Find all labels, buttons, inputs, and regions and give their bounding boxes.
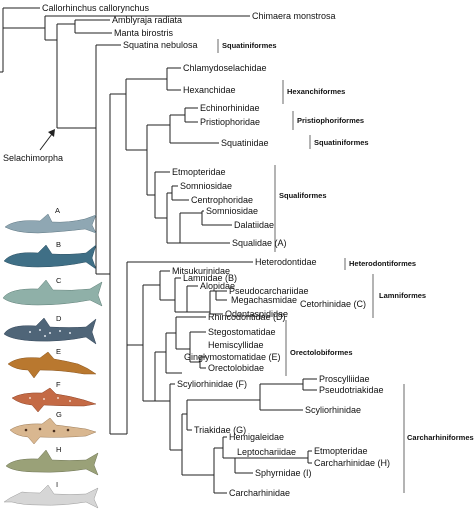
selachimorpha-pointer: Selachimorpha (3, 129, 63, 163)
shark-letter: G (56, 410, 62, 419)
taxon-lamnidae: Lamnidae (B) (183, 273, 237, 283)
order-squaliformes: Squaliformes (279, 191, 327, 200)
taxon-centrophoridae: Centrophoridae (191, 195, 253, 205)
order-labels: Squatiniformes Hexanchiformes Pristiopho… (222, 41, 474, 442)
selachimorpha-label: Selachimorpha (3, 153, 63, 163)
order-orectolobiformes: Orectolobiformes (290, 348, 353, 357)
shark-f-icon: F (11, 380, 97, 413)
taxon-pseudocarchariidae: Pseudocarchariidae (229, 286, 309, 296)
shark-letter: D (56, 314, 62, 323)
taxon-triakidae: Triakidae (G) (194, 425, 246, 435)
taxon-pristiophoridae: Pristiophoridae (200, 117, 260, 127)
taxon-carcharhinidae: Carcharhinidae (229, 488, 290, 498)
taxon-etmopteridae: Etmopteridae (314, 446, 368, 456)
shark-letter: F (56, 380, 61, 389)
shark-i-icon: I (3, 480, 99, 509)
shark-e-icon: E (7, 347, 97, 379)
taxon-manta: Manta birostris (114, 28, 174, 38)
taxon-cetorhinidae: Cetorhinidae (C) (300, 299, 366, 309)
order-brackets (217, 39, 405, 493)
taxon-etmopteridae: Etmopteridae (172, 167, 226, 177)
taxon-somniosidae: Somniosidae (180, 181, 232, 191)
taxon-heterodontidae: Heterodontidae (255, 257, 317, 267)
taxon-echinorhinidae: Echinorhinidae (200, 103, 260, 113)
order-squatiniformes: Squatiniformes (222, 41, 277, 50)
taxon-odontaspididae: Odontaspididae (225, 309, 288, 319)
taxon-scyliorhinidae: Scyliorhinidae (F) (177, 379, 247, 389)
shark-letter: I (56, 480, 58, 489)
taxon-labels: Callorhinchus callorynchus Chimaera mons… (42, 3, 390, 498)
shark-illustrations: A B C D E F G (2, 206, 103, 509)
taxon-amblyraja: Amblyraja radiata (112, 15, 182, 25)
taxon-carcharhinidae: Carcharhinidae (H) (314, 458, 390, 468)
taxon-orectolobidae: Orectolobidae (208, 363, 264, 373)
order-hexanchiformes: Hexanchiformes (287, 87, 345, 96)
shark-letter: H (56, 445, 61, 454)
order-heterodontiformes: Heterodontiformes (349, 259, 416, 268)
arrow-head-icon (48, 129, 55, 137)
order-squatiniformes: Squatiniformes (314, 138, 369, 147)
taxon-scyliorhinidae: Scyliorhinidae (305, 405, 361, 415)
order-carcharhiniformes: Carcharhiniformes (407, 433, 474, 442)
taxon-somniosidae: Somniosidae (206, 206, 258, 216)
taxon-mitsukurinidae: Mitsukurinidae (172, 266, 230, 276)
shark-letter: C (56, 276, 62, 285)
shark-letter: B (56, 240, 61, 249)
shark-letter: A (55, 206, 60, 215)
shark-g-icon: G (9, 410, 97, 445)
shark-d-icon: D (3, 314, 97, 345)
shark-a-icon: A (4, 206, 97, 234)
taxon-chimaera: Chimaera monstrosa (252, 11, 336, 21)
taxon-hemigaleidae: Hemigaleidae (229, 432, 284, 442)
shark-c-icon: C (2, 276, 103, 307)
taxon-alopidae: Alopidae (200, 281, 235, 291)
taxon-hexanchidae: Hexanchidae (183, 85, 236, 95)
taxon-sphyrnidae: Sphyrnidae (I) (255, 468, 312, 478)
order-lamniformes: Lamniformes (379, 291, 426, 300)
taxon-rhincodontidae: Rhincodontidae (D) (208, 312, 286, 322)
taxon-squatina: Squatina nebulosa (123, 40, 198, 50)
shark-h-icon: H (5, 445, 99, 476)
shark-letter: E (56, 347, 61, 356)
tree-branches (0, 7, 317, 494)
taxon-dalatiidae: Dalatiidae (234, 220, 274, 230)
taxon-chlamydoselachidae: Chlamydoselachidae (183, 63, 267, 73)
taxon-callorhinchus: Callorhinchus callorynchus (42, 3, 150, 13)
taxon-squatinidae: Squatinidae (221, 138, 269, 148)
taxon-hemiscylliidae: Hemiscyllidae (208, 340, 264, 350)
taxon-stegostomatidae: Stegostomatidae (208, 327, 276, 337)
taxon-squalidae: Squalidae (A) (232, 238, 287, 248)
shark-b-icon: B (3, 240, 97, 270)
taxon-pseudotriakidae: Pseudotriakidae (319, 385, 384, 395)
taxon-ginglymostomatidae: Ginglymostomatidae (E) (184, 352, 281, 362)
taxon-leptochariidae: Leptochariidae (237, 447, 296, 457)
taxon-proscylliidae: Proscylliidae (319, 374, 370, 384)
taxon-megachasmidae: Megachasmidae (231, 295, 297, 305)
order-pristiophoriformes: Pristiophoriformes (297, 116, 364, 125)
